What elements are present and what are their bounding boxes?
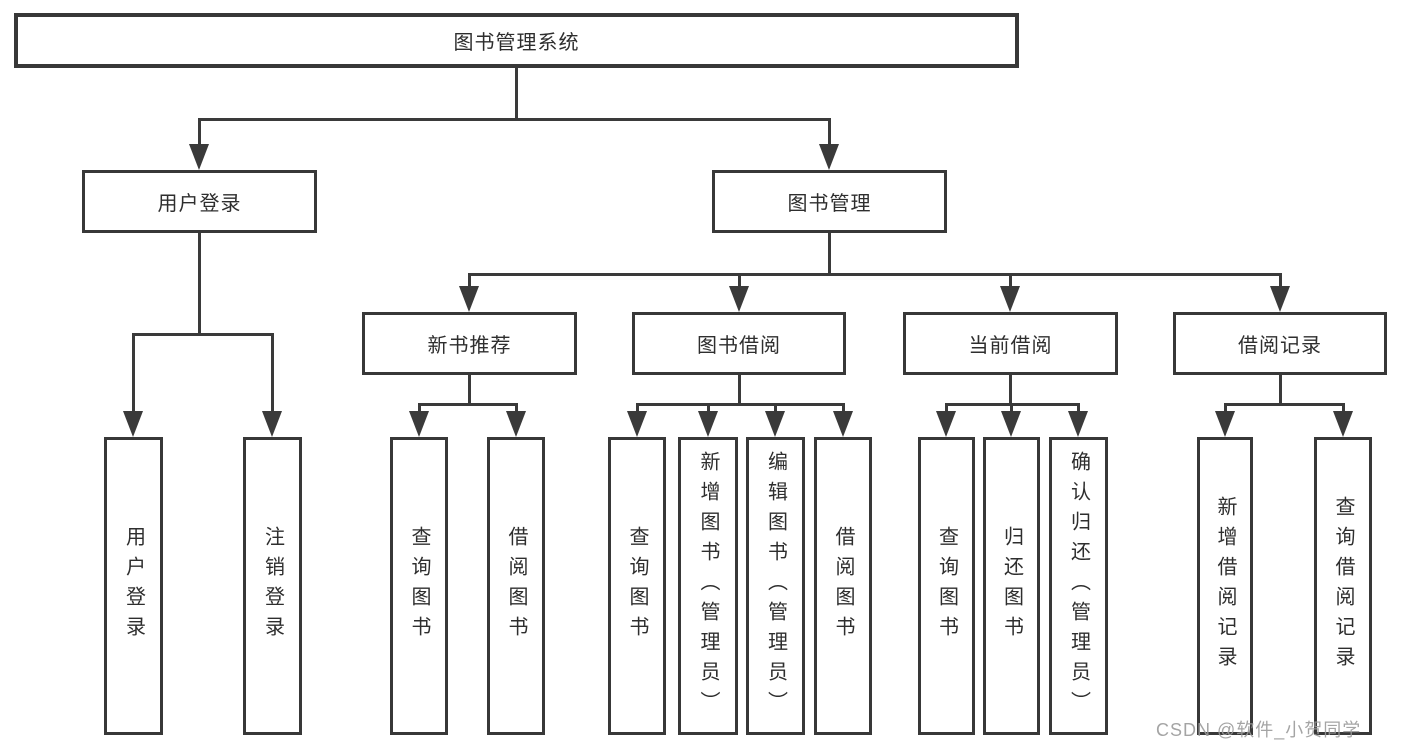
connector-line <box>1342 403 1345 415</box>
connector-line <box>468 375 471 406</box>
watermark-text: CSDN @软件_小贺同学 <box>1156 720 1362 740</box>
arrowhead-down-icon <box>262 411 282 437</box>
connector-line <box>828 233 831 276</box>
node-label: 借阅记录 <box>1238 335 1322 357</box>
leaf-label: 归还图书 <box>1000 526 1023 646</box>
leaf-logout: 注销登录 <box>243 437 302 735</box>
node-current-borrowing: 当前借阅 <box>903 312 1118 375</box>
arrowhead-down-icon <box>729 286 749 312</box>
connector-line <box>468 273 1281 276</box>
node-borrowing-records: 借阅记录 <box>1173 312 1387 375</box>
connector-line <box>774 403 777 415</box>
leaf-borrow-books-recommend: 借阅图书 <box>487 437 545 735</box>
arrowhead-down-icon <box>1000 286 1020 312</box>
connector-line <box>842 403 845 415</box>
arrowhead-down-icon <box>506 411 526 437</box>
connector-line <box>1009 375 1012 406</box>
arrowhead-down-icon <box>1270 286 1290 312</box>
connector-line <box>515 403 518 415</box>
connector-line <box>1279 375 1282 406</box>
connector-line <box>636 403 844 406</box>
leaf-label: 注销登录 <box>261 526 284 646</box>
leaf-query-books-current: 查询图书 <box>918 437 975 735</box>
connector-line <box>1077 403 1080 415</box>
leaf-add-books-admin: 新增图书（管理员） <box>678 437 738 735</box>
node-label: 图书借阅 <box>697 335 781 357</box>
leaf-label: 查询图书 <box>626 526 648 646</box>
arrowhead-down-icon <box>627 411 647 437</box>
connector-line <box>198 118 201 148</box>
leaf-borrow-books: 借阅图书 <box>814 437 872 735</box>
connector-line <box>1009 273 1012 289</box>
leaf-label: 编辑图书（管理员） <box>764 451 787 721</box>
arrowhead-down-icon <box>1215 411 1235 437</box>
leaf-label: 查询图书 <box>935 526 958 646</box>
node-label: 当前借阅 <box>968 335 1053 357</box>
connector-line <box>198 118 831 121</box>
leaf-query-books-borrowing: 查询图书 <box>608 437 666 735</box>
connector-line <box>418 403 518 406</box>
node-label: 图书管理系统 <box>453 32 580 54</box>
leaf-label: 新增借阅记录 <box>1214 496 1236 676</box>
node-library-management-system: 图书管理系统 <box>14 13 1019 68</box>
node-book-management: 图书管理 <box>712 170 947 233</box>
connector-line <box>1279 273 1282 289</box>
connector-line <box>828 118 831 148</box>
connector-line <box>271 333 274 413</box>
connector-line <box>1010 403 1013 415</box>
connector-line <box>945 403 948 415</box>
connector-line <box>132 333 135 413</box>
connector-line <box>738 273 741 289</box>
connector-line <box>515 68 518 120</box>
node-book-borrowing: 图书借阅 <box>632 312 846 375</box>
arrowhead-down-icon <box>1333 411 1353 437</box>
arrowhead-down-icon <box>765 411 785 437</box>
leaf-label: 用户登录 <box>122 526 145 646</box>
connector-line <box>707 403 710 415</box>
connector-line <box>1224 403 1227 415</box>
arrowhead-down-icon <box>1001 411 1021 437</box>
arrowhead-down-icon <box>1068 411 1088 437</box>
arrowhead-down-icon <box>819 144 839 170</box>
leaf-label: 查询借阅记录 <box>1332 496 1354 676</box>
arrowhead-down-icon <box>833 411 853 437</box>
node-label: 新书推荐 <box>427 335 512 357</box>
node-new-book-recommend: 新书推荐 <box>362 312 577 375</box>
leaf-label: 借阅图书 <box>505 526 527 646</box>
leaf-user-login: 用户登录 <box>104 437 163 735</box>
leaf-add-borrow-record: 新增借阅记录 <box>1197 437 1253 735</box>
leaf-label: 查询图书 <box>408 526 430 646</box>
leaf-label: 新增图书（管理员） <box>697 451 719 721</box>
connector-line <box>636 403 639 415</box>
arrowhead-down-icon <box>123 411 143 437</box>
arrowhead-down-icon <box>409 411 429 437</box>
leaf-label: 确认归还（管理员） <box>1067 451 1090 721</box>
node-user-login: 用户登录 <box>82 170 317 233</box>
leaf-label: 借阅图书 <box>832 526 854 646</box>
arrowhead-down-icon <box>936 411 956 437</box>
leaf-edit-books-admin: 编辑图书（管理员） <box>746 437 805 735</box>
connector-line <box>738 375 741 406</box>
connector-line <box>1224 403 1344 406</box>
leaf-query-borrow-record: 查询借阅记录 <box>1314 437 1372 735</box>
connector-line <box>132 333 274 336</box>
leaf-query-books-recommend: 查询图书 <box>390 437 448 735</box>
node-label: 用户登录 <box>157 193 242 215</box>
connector-line <box>418 403 421 415</box>
connector-line <box>198 233 201 336</box>
arrowhead-down-icon <box>189 144 209 170</box>
arrowhead-down-icon <box>698 411 718 437</box>
leaf-confirm-return-admin: 确认归还（管理员） <box>1049 437 1108 735</box>
leaf-return-books: 归还图书 <box>983 437 1040 735</box>
arrowhead-down-icon <box>459 286 479 312</box>
node-label: 图书管理 <box>787 193 872 215</box>
connector-line <box>468 273 471 289</box>
